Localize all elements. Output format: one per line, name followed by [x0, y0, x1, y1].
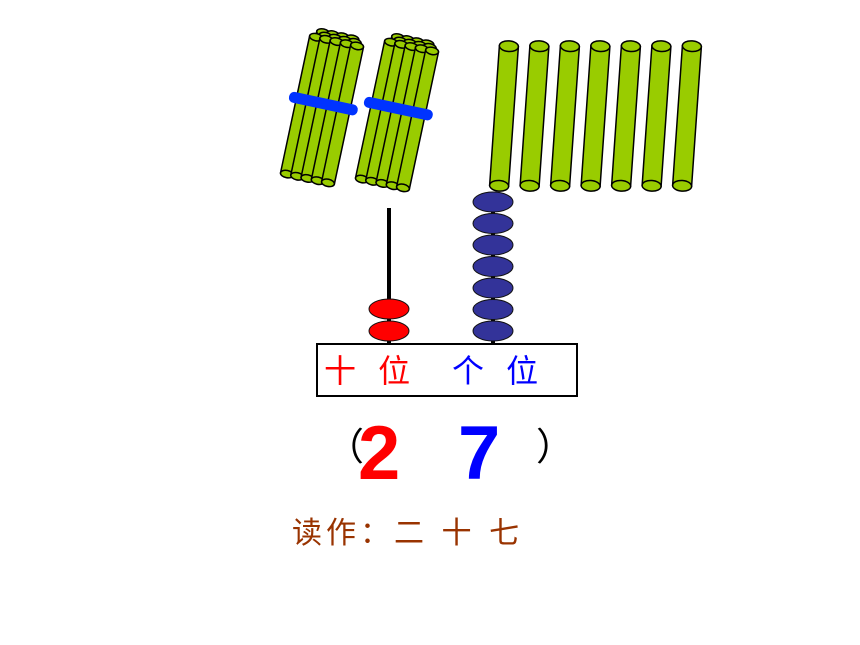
bead — [472, 213, 514, 234]
stick — [641, 40, 672, 192]
bead — [368, 320, 410, 342]
bead — [472, 191, 514, 213]
single-stick — [580, 40, 611, 192]
ones-place-label: 个 位 — [452, 352, 545, 390]
bead — [472, 256, 514, 277]
tens-place-label: 十 位 — [324, 352, 417, 390]
stick-bundles — [279, 27, 440, 193]
single-stick — [641, 40, 672, 192]
open-paren: （ — [326, 425, 365, 469]
single-stick — [671, 40, 703, 192]
stick — [549, 40, 581, 192]
bead — [472, 277, 514, 299]
reading-text: 读作：二 十 七 — [292, 516, 524, 551]
bundle-band — [288, 91, 358, 116]
stick — [519, 40, 550, 192]
stick — [610, 40, 642, 192]
place-value-box — [316, 343, 578, 397]
bead — [472, 299, 514, 320]
stick — [488, 40, 520, 192]
stick — [580, 40, 611, 192]
single-stick — [519, 40, 550, 192]
bead — [368, 298, 410, 320]
tens-digit: 2 — [358, 411, 401, 496]
close-paren: ） — [536, 425, 575, 469]
bead — [472, 234, 514, 256]
bead — [472, 320, 514, 342]
ones-beads — [472, 191, 514, 342]
single-stick — [488, 40, 520, 192]
single-stick — [610, 40, 642, 192]
bundle-stick — [395, 46, 440, 193]
single-stick — [549, 40, 581, 192]
single-sticks — [488, 40, 703, 192]
stick-bundle — [279, 27, 365, 188]
tens-beads — [368, 298, 410, 342]
stick-bundle — [354, 32, 440, 193]
ones-digit: 7 — [458, 411, 501, 496]
stick — [671, 40, 703, 192]
bundle-band — [363, 96, 433, 121]
bundle-stick — [320, 41, 365, 188]
